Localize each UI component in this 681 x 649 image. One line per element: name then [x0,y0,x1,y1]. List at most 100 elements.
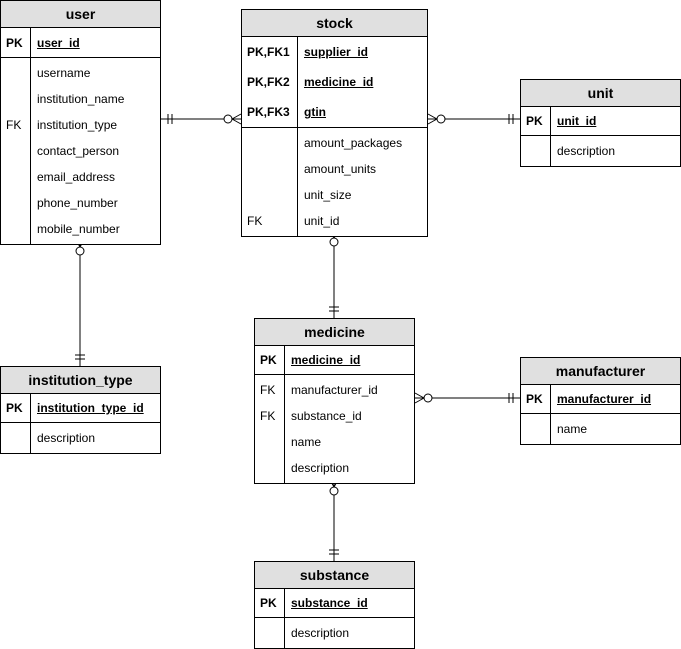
field-name: medicine_id [304,75,374,89]
one-and-only-one-marker [167,114,173,124]
key-marker: FK [260,383,276,397]
key-marker: PK [521,107,551,135]
entity-title: medicine [255,319,414,346]
zero-or-many-marker [223,113,242,125]
key-column-divider [284,618,285,648]
relationship-user-institution-type [74,237,86,366]
attribute-section: description [521,136,680,166]
attribute-row: description [255,455,414,481]
attribute-row: phone_number [1,190,160,216]
field-name: name [291,435,322,449]
attribute-row: FK manufacturer_id [255,377,414,403]
relationship-medicine-manufacturer [414,392,520,404]
pk-field-row: PK substance_id [255,589,414,617]
attribute-row: institution_name [1,86,160,112]
attribute-section: name [521,414,680,444]
key-marker: PK [521,385,551,413]
key-marker: PK [1,394,31,422]
attribute-row: unit_size [242,182,427,208]
attribute-row: name [255,429,414,455]
entity-title: user [1,1,160,28]
pk-field-row: PK institution_type_id [1,394,160,422]
attribute-row: FK institution_type [1,112,160,138]
field-name: description [291,461,350,475]
field-name: gtin [304,105,326,119]
attribute-row: description [1,425,160,451]
pk-field-row: PK medicine_id [255,346,414,374]
field-name: medicine_id [291,353,361,367]
entity-title: manufacturer [521,358,680,385]
key-marker: PK [255,589,285,617]
field-name: supplier_id [304,45,369,59]
attribute-row: name [521,416,680,442]
relationship-user-stock [161,113,242,125]
field-name: unit_size [304,188,352,202]
pk-field-row: PK,FK2 medicine_id [242,67,427,97]
attribute-section: description [1,423,160,453]
attribute-row: amount_units [242,156,427,182]
field-name: institution_type [37,118,118,132]
key-marker: PK,FK1 [242,37,298,67]
attribute-row: amount_packages [242,130,427,156]
key-marker: PK,FK2 [242,67,298,97]
attribute-row: description [521,138,680,164]
primary-key-section: PK medicine_id [255,346,414,375]
field-name: unit_id [304,214,340,228]
zero-or-many-marker [414,392,433,404]
attribute-row: mobile_number [1,216,160,242]
attribute-row: contact_person [1,138,160,164]
relationship-stock-unit [427,113,520,125]
key-marker: PK [255,346,285,374]
field-name: institution_type_id [37,401,144,415]
key-column-divider [284,375,285,483]
field-name: description [291,626,350,640]
key-marker: FK [247,214,263,228]
key-column-divider [30,58,31,244]
key-column-divider [30,423,31,453]
key-column-divider [297,128,298,236]
field-name: username [37,66,91,80]
field-name: manufacturer_id [291,383,378,397]
field-name: email_address [37,170,116,184]
key-column-divider [550,136,551,166]
attribute-row: description [255,620,414,646]
one-and-only-one-marker [329,549,339,555]
one-and-only-one-marker [329,306,339,312]
relationship-medicine-substance [328,477,340,561]
attribute-section: description [255,618,414,648]
entity-title: substance [255,562,414,589]
field-name: description [37,431,96,445]
attribute-row: email_address [1,164,160,190]
one-and-only-one-marker [508,114,514,124]
pk-field-row: PK,FK1 supplier_id [242,37,427,67]
zero-or-many-marker [427,113,446,125]
key-marker: FK [6,118,22,132]
field-name: mobile_number [37,222,120,236]
field-name: institution_name [37,92,125,106]
field-name: substance_id [291,409,362,423]
field-name: amount_packages [304,136,403,150]
key-column-divider [550,414,551,444]
key-marker: PK [1,28,31,57]
field-name: substance_id [291,596,368,610]
field-name: description [557,144,616,158]
key-marker: PK,FK3 [242,97,298,127]
primary-key-section: PK substance_id [255,589,414,618]
